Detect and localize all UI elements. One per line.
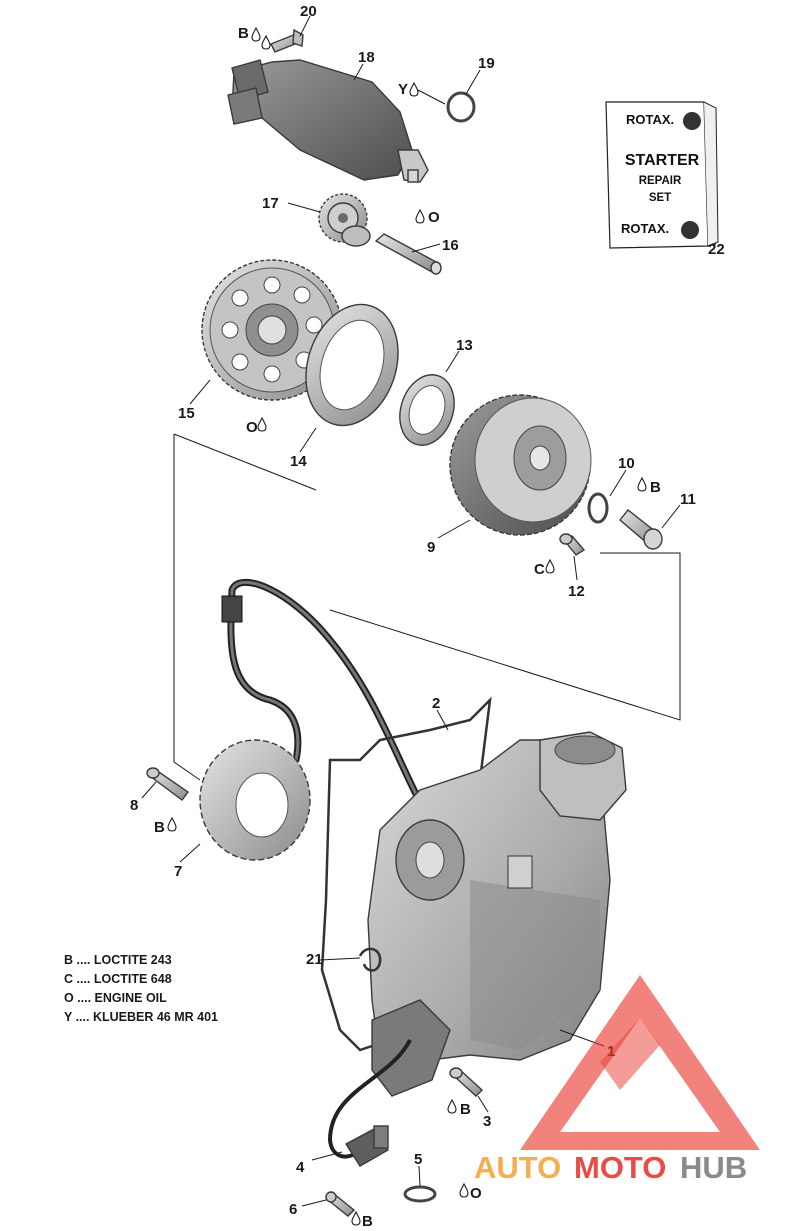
svg-text:B: B xyxy=(650,479,661,496)
watermark-triangle-icon xyxy=(520,975,760,1150)
callout-17: 17 xyxy=(262,195,279,212)
svg-text:O: O xyxy=(246,419,258,436)
callout-4: 4 xyxy=(296,1159,305,1176)
card-brand-bottom: ROTAX. xyxy=(621,221,669,236)
callout-2: 2 xyxy=(432,695,440,712)
watermark-text-hub: HUB xyxy=(680,1150,747,1185)
brp-logo-icon-bottom xyxy=(681,221,699,239)
callout-3: 3 xyxy=(483,1113,491,1130)
flywheel-bolt xyxy=(619,509,663,550)
legend-c: C .... LOCTITE 648 xyxy=(64,972,172,986)
marker-o-5: O xyxy=(459,1182,482,1202)
drop-icon xyxy=(351,1210,361,1226)
callout-13: 13 xyxy=(456,337,473,354)
cover-bolt xyxy=(449,1067,484,1097)
marker-b-20: B xyxy=(238,25,271,50)
brp-logo-icon xyxy=(683,112,701,130)
callout-21: 21 xyxy=(306,951,323,968)
card-title: STARTER xyxy=(625,152,700,169)
gear-shaft xyxy=(374,233,442,275)
exploded-frame-top xyxy=(173,433,317,491)
callout-5: 5 xyxy=(414,1151,422,1168)
callout-18: 18 xyxy=(358,49,375,66)
magneto-cover xyxy=(367,731,627,1097)
drop-icon xyxy=(251,26,261,42)
card-line3: SET xyxy=(649,192,671,204)
washer xyxy=(587,492,609,524)
callout-15: 15 xyxy=(178,405,195,422)
callout-22: 22 xyxy=(708,241,725,258)
starter-bolt xyxy=(270,28,304,53)
marker-o-16: O xyxy=(415,208,440,226)
callout-12: 12 xyxy=(568,583,585,600)
bearing-ring xyxy=(399,374,455,446)
stator-bolt xyxy=(146,767,189,801)
svg-text:B: B xyxy=(238,25,249,42)
o-ring xyxy=(446,91,476,123)
drop-icon xyxy=(409,81,419,97)
stator xyxy=(199,739,311,861)
exploded-frame-left xyxy=(173,434,201,781)
svg-text:O: O xyxy=(428,209,440,226)
marker-c-12: C xyxy=(534,558,555,578)
drop-icon xyxy=(257,416,267,432)
repair-set-card: ROTAX. STARTER REPAIR SET ROTAX. xyxy=(605,101,719,249)
callout-16: 16 xyxy=(442,237,459,254)
starter-ring-gear xyxy=(201,259,343,401)
svg-text:B: B xyxy=(154,819,165,836)
legend-o: O .... ENGINE OIL xyxy=(64,991,167,1005)
marker-b-6: B xyxy=(351,1210,373,1230)
flywheel-rotor xyxy=(449,394,592,536)
marker-b-3: B xyxy=(447,1098,471,1118)
marker-b-11: B xyxy=(637,476,661,496)
callout-6: 6 xyxy=(289,1201,297,1218)
watermark-text-moto: MOTO xyxy=(574,1150,666,1185)
svg-text:O: O xyxy=(470,1185,482,1202)
drop-icon xyxy=(459,1182,469,1198)
sensor-wire xyxy=(327,1039,412,1159)
callout-20: 20 xyxy=(300,3,317,20)
callout-19: 19 xyxy=(478,55,495,72)
drop-icon xyxy=(415,208,425,224)
double-gear xyxy=(318,193,371,247)
sensor-screw xyxy=(325,1191,356,1217)
svg-text:B: B xyxy=(362,1213,373,1230)
drop-icon xyxy=(447,1098,457,1114)
svg-text:C: C xyxy=(534,561,545,578)
marker-b-8: B xyxy=(154,816,177,836)
leader-lines xyxy=(141,15,717,1207)
callout-14: 14 xyxy=(290,453,307,470)
drop-icon xyxy=(167,816,177,832)
harness-clip xyxy=(358,947,382,972)
callout-11: 11 xyxy=(680,491,696,508)
drop-icon xyxy=(545,558,555,574)
callout-9: 9 xyxy=(427,539,435,556)
starter-motor xyxy=(227,59,429,183)
marker-o-15: O xyxy=(246,416,267,436)
legend: B .... LOCTITE 243 C .... LOCTITE 648 O … xyxy=(64,953,218,1024)
watermark-text-auto: AUTO xyxy=(474,1150,561,1185)
small-screw xyxy=(559,533,586,556)
watermark-logo: AUTO MOTO HUB xyxy=(474,975,760,1185)
callout-10: 10 xyxy=(618,455,635,472)
crank-position-sensor xyxy=(345,1125,389,1167)
callout-8: 8 xyxy=(130,797,138,814)
sensor-o-ring xyxy=(403,1185,437,1203)
exploded-frame-right xyxy=(329,552,681,721)
legend-b: B .... LOCTITE 243 xyxy=(64,953,172,967)
legend-y: Y .... KLUEBER 46 MR 401 xyxy=(64,1010,218,1024)
card-line2: REPAIR xyxy=(639,175,682,187)
drop-icon xyxy=(637,476,647,492)
adhesive-markers: B Y O O B C B B xyxy=(154,25,661,1230)
sprag-clutch-ring xyxy=(305,303,399,427)
svg-text:B: B xyxy=(460,1101,471,1118)
svg-text:Y: Y xyxy=(398,81,408,98)
callout-7: 7 xyxy=(174,863,182,880)
card-brand-top: ROTAX. xyxy=(626,112,674,127)
marker-y-18: Y xyxy=(398,81,419,98)
harness-connector xyxy=(221,595,243,623)
